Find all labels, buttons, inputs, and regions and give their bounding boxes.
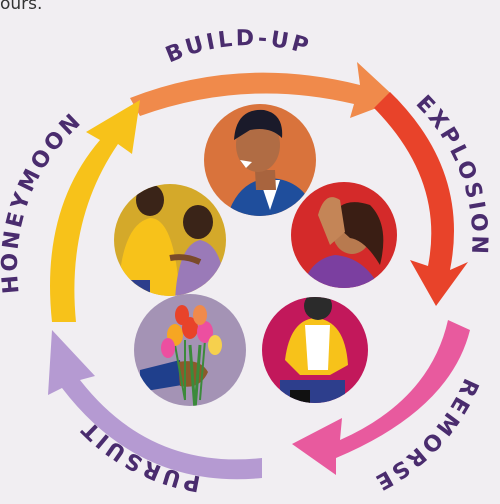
honeymoon-illustration <box>114 184 226 296</box>
stage-label-build-up: BUILD-UP <box>162 26 314 68</box>
remorse-arrow <box>292 320 470 475</box>
intro-text-fragment: ours. <box>0 0 43 14</box>
build-up-illustration <box>204 104 316 216</box>
explosion-illustration <box>291 182 397 288</box>
remorse-illustration <box>262 297 368 403</box>
pursuit-arrow <box>48 330 262 480</box>
pursuit-illustration <box>134 294 246 406</box>
honeymoon-arrow <box>50 100 140 322</box>
explosion-arrow <box>374 92 468 306</box>
build-up-arrow <box>130 62 398 118</box>
